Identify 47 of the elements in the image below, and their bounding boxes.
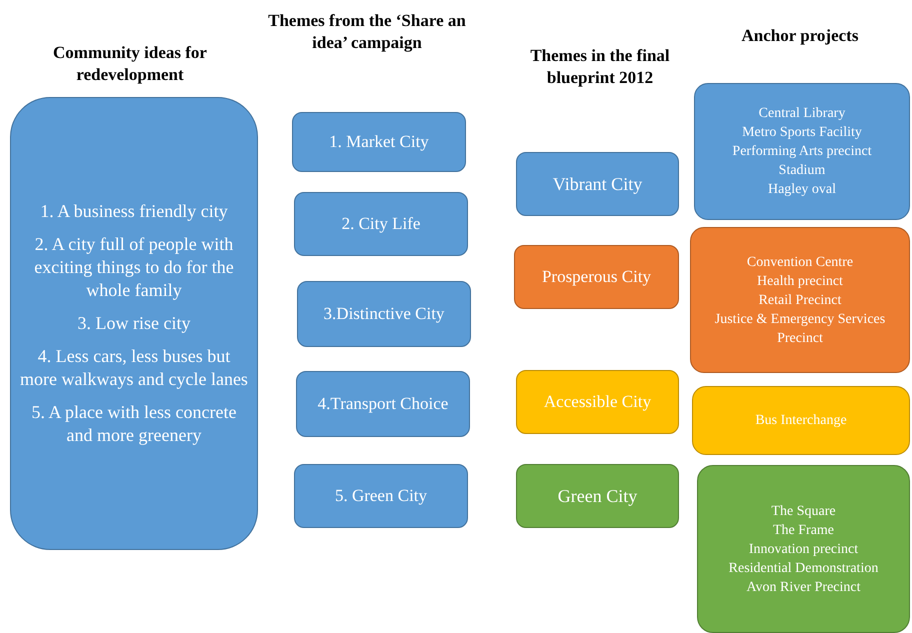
idea-text: 1. A business friendly city: [40, 200, 228, 223]
idea-list-box: [10, 97, 258, 550]
idea-text: 3. Low rise city: [78, 312, 190, 335]
project-list-box: [690, 227, 910, 373]
theme-text: Green City: [558, 484, 638, 508]
project-text: Retail Precinct: [758, 292, 842, 310]
project-text: Hagley oval: [768, 181, 836, 199]
theme-text: Vibrant City: [552, 172, 642, 196]
project-text: Justice & Emergency Services Precinct: [714, 310, 886, 348]
project-text: Innovation precinct: [748, 540, 858, 558]
project-list-box: [694, 83, 910, 220]
project-text: Residential Demonstration: [728, 560, 878, 578]
project-text: Convention Centre: [746, 254, 854, 272]
column-heading: Community ideas for redevelopment: [52, 42, 208, 86]
project-text: The Frame: [772, 522, 834, 540]
theme-text: 5. Green City: [334, 485, 428, 507]
project-text: Performing Arts precinct: [732, 143, 872, 161]
idea-text: 2. A city full of people with exciting things to do for the whole family: [33, 233, 235, 302]
theme-box: [516, 370, 679, 434]
theme-box: [516, 152, 679, 216]
theme-text: 2. City Life: [342, 213, 420, 235]
theme-box: [292, 112, 466, 172]
idea-text: 4. Less cars, less buses but more walkways and cycle lanes: [19, 345, 249, 391]
idea-text: 5. A place with less concrete and more greenery: [30, 401, 238, 447]
column-heading: Themes from the ‘Share an idea’ campaign: [267, 10, 467, 54]
theme-box: [294, 464, 468, 528]
project-text: Central Library: [758, 105, 846, 123]
theme-text: Accessible City: [544, 391, 652, 413]
theme-box: [297, 281, 471, 347]
project-text: Metro Sports Facility: [742, 124, 862, 142]
column-heading: Anchor projects: [740, 25, 860, 47]
theme-box: [516, 464, 679, 528]
project-text: The Square: [771, 502, 836, 520]
theme-text: Prosperous City: [542, 266, 652, 288]
theme-text: 3.Distinctive City: [324, 303, 444, 325]
project-text: Health precinct: [757, 272, 843, 290]
theme-text: 4.Transport Choice: [318, 393, 448, 415]
project-text: Stadium: [778, 162, 826, 180]
column-heading: Themes in the final blueprint 2012: [529, 45, 671, 89]
project-list-box: [697, 465, 910, 633]
project-text: Bus Interchange: [755, 412, 847, 430]
project-list-box: [692, 386, 910, 455]
theme-box: [514, 245, 679, 309]
theme-box: [294, 192, 468, 256]
theme-box: [296, 371, 470, 437]
project-text: Avon River Precinct: [746, 578, 861, 596]
theme-text: 1. Market City: [329, 131, 429, 153]
